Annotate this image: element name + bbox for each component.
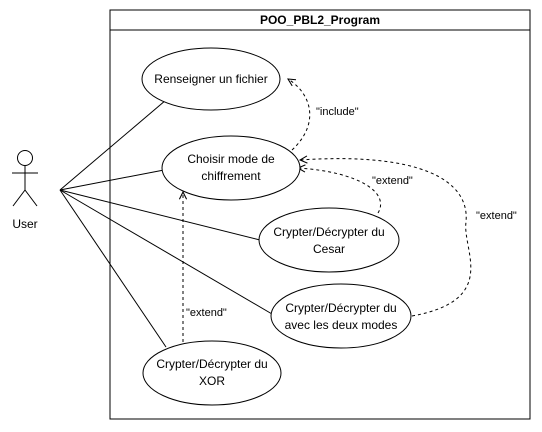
use-case-deux-modes-line-1: Crypter/Décrypter du <box>285 301 396 315</box>
associations <box>59 99 273 348</box>
use-case-choisir-shape <box>161 135 301 201</box>
use-case-deux-modes[interactable]: Crypter/Décrypter du avec les deux modes <box>270 283 412 349</box>
use-case-xor-line-1: Crypter/Décrypter du <box>156 357 267 371</box>
association-deux-modes <box>59 189 273 315</box>
use-case-cesar[interactable]: Crypter/Décrypter du Cesar <box>258 207 400 273</box>
use-case-xor-shape <box>142 340 282 406</box>
use-case-cesar-line-1: Crypter/Décrypter du <box>273 225 384 239</box>
use-case-renseigner[interactable]: Renseigner un fichier <box>141 47 281 111</box>
association-choisir <box>59 169 165 191</box>
actor-right-leg <box>24 189 38 207</box>
actor-head <box>17 150 33 166</box>
use-case-deux-modes-shape <box>270 283 412 349</box>
use-case-choisir[interactable]: Choisir mode de chiffrement <box>161 135 301 201</box>
use-case-cesar-shape <box>258 207 400 273</box>
extend-arrow-cesar <box>298 168 382 214</box>
association-xor <box>59 189 167 348</box>
include-label: "include" <box>316 106 359 118</box>
use-case-cesar-line-2: Cesar <box>313 242 345 256</box>
extend-label-deux-modes: "extend" <box>476 210 517 222</box>
use-case-deux-modes-line-2: avec les deux modes <box>285 318 398 332</box>
dependencies: "include" "extend" "extend" "extend" <box>183 79 517 342</box>
use-case-choisir-line-1: Choisir mode de <box>187 152 275 166</box>
system-title: POO_PBL2_Program <box>260 13 380 27</box>
association-renseigner <box>59 99 167 191</box>
use-case-xor-line-2: XOR <box>199 374 225 388</box>
use-case-renseigner-shape <box>141 47 281 111</box>
association-cesar <box>59 189 261 241</box>
use-case-choisir-line-2: chiffrement <box>201 169 261 183</box>
actor-label: User <box>12 217 37 231</box>
use-case-renseigner-line-1: Renseigner un fichier <box>154 72 267 86</box>
extend-label-xor: "extend" <box>186 307 227 319</box>
include-arrow <box>288 79 311 151</box>
actor-left-leg <box>12 189 26 207</box>
extend-label-cesar: "extend" <box>372 175 413 187</box>
actor-user[interactable]: User <box>12 150 38 232</box>
use-case-xor[interactable]: Crypter/Décrypter du XOR <box>142 340 282 406</box>
